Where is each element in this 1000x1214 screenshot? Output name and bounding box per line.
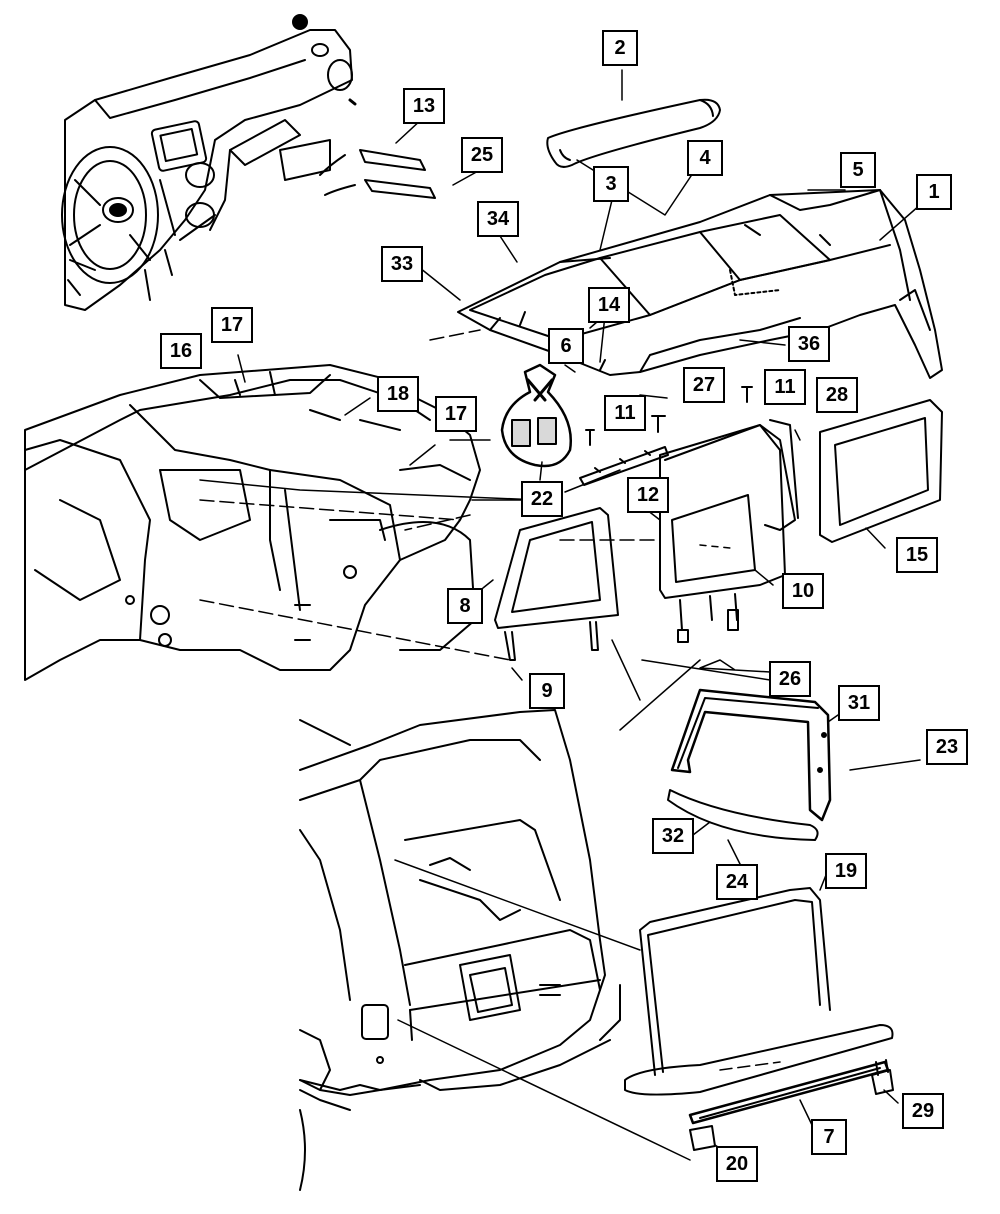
hardware-bag-part-6 <box>500 363 572 468</box>
callout-2[interactable]: 2 <box>602 30 638 66</box>
callout-19[interactable]: 19 <box>825 853 867 889</box>
callout-33[interactable]: 33 <box>381 246 423 282</box>
callout-9[interactable]: 9 <box>529 673 565 709</box>
leader-lines <box>199 69 921 1161</box>
callout-22[interactable]: 22 <box>521 481 563 517</box>
callout-6[interactable]: 6 <box>548 328 584 364</box>
window-part-8 <box>494 507 619 661</box>
callout-7[interactable]: 7 <box>811 1119 847 1155</box>
callout-32[interactable]: 32 <box>652 818 694 854</box>
window-part-10 <box>579 424 786 643</box>
callout-34[interactable]: 34 <box>477 201 519 237</box>
callout-17-lower[interactable]: 17 <box>435 396 477 432</box>
cable-parts-13-25 <box>319 149 436 199</box>
callout-11-right[interactable]: 11 <box>764 369 806 405</box>
clip-part-29 <box>871 1059 894 1095</box>
callout-14[interactable]: 14 <box>588 287 630 323</box>
callout-29[interactable]: 29 <box>902 1093 944 1129</box>
callout-4[interactable]: 4 <box>687 140 723 176</box>
callout-28[interactable]: 28 <box>816 377 858 413</box>
callout-36[interactable]: 36 <box>788 326 830 362</box>
callout-11-left[interactable]: 11 <box>604 395 646 431</box>
fasteners-parts-11-27 <box>585 386 753 446</box>
callout-16[interactable]: 16 <box>160 333 202 369</box>
callout-24[interactable]: 24 <box>716 864 758 900</box>
clip-part-20 <box>689 1125 716 1151</box>
callout-20[interactable]: 20 <box>716 1146 758 1182</box>
window-part-28 <box>664 419 799 531</box>
frame-part-19 <box>639 887 831 1076</box>
rear-vehicle-illustration <box>299 709 621 1191</box>
callout-15[interactable]: 15 <box>896 537 938 573</box>
callout-31[interactable]: 31 <box>838 685 880 721</box>
callout-27[interactable]: 27 <box>683 367 725 403</box>
callout-18[interactable]: 18 <box>377 376 419 412</box>
callout-23[interactable]: 23 <box>926 729 968 765</box>
callout-1[interactable]: 1 <box>916 174 952 210</box>
rail-part-7 <box>624 1024 894 1125</box>
roll-part-2 <box>546 98 721 168</box>
strip-part-32 <box>667 789 819 841</box>
callout-3[interactable]: 3 <box>593 166 629 202</box>
callout-17-upper[interactable]: 17 <box>211 307 253 343</box>
callout-25[interactable]: 25 <box>461 137 503 173</box>
seal-part-31 <box>670 688 832 822</box>
window-part-15 <box>819 399 943 543</box>
hardtop-panels <box>457 189 943 379</box>
callout-10[interactable]: 10 <box>782 573 824 609</box>
vehicle-body-illustration <box>24 364 481 681</box>
callout-5[interactable]: 5 <box>840 152 876 188</box>
callout-26[interactable]: 26 <box>769 661 811 697</box>
callout-12[interactable]: 12 <box>627 477 669 513</box>
callout-13[interactable]: 13 <box>403 88 445 124</box>
dashboard-illustration <box>61 14 357 311</box>
callout-8[interactable]: 8 <box>447 588 483 624</box>
